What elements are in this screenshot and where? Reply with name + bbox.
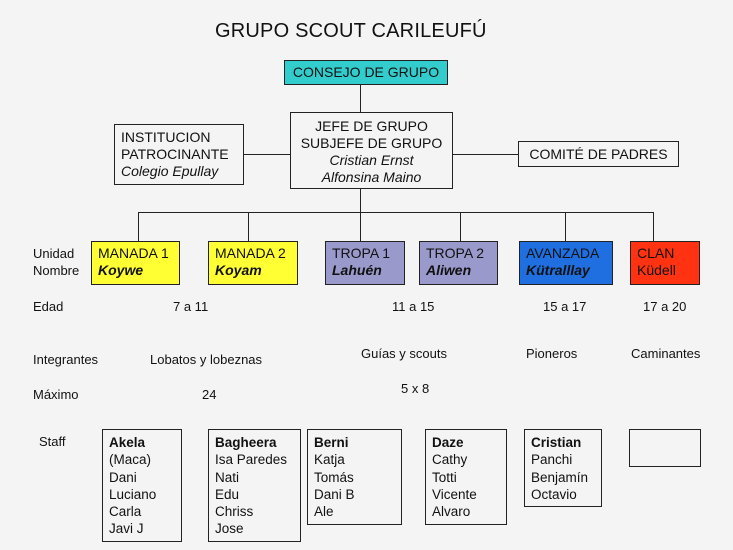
staff-member: Nati (215, 469, 240, 485)
staff-member: Tomás (314, 469, 354, 485)
unit-tropa-2: TROPA 2 Aliwen (419, 241, 498, 285)
staff-member: (Maca) (109, 452, 152, 468)
chart-title-text: GRUPO SCOUT CARILEUFÚ (215, 20, 487, 42)
committee-label: COMITÉ DE PADRES (529, 146, 668, 162)
council-label: CONSEJO DE GRUPO (292, 64, 440, 80)
staff-box-manada-2: Bagheera Isa Paredes Nati Edu Chriss Jos… (208, 429, 301, 542)
staff-member: Totti (432, 469, 457, 485)
staff-member: Ale (314, 504, 334, 520)
staff-box-tropa-2: Daze Cathy Totti Vicente Alvaro (425, 429, 507, 525)
staff-head: Berni (314, 435, 349, 450)
max-manada: 24 (202, 387, 217, 402)
connector-institution (243, 154, 291, 155)
unit-name: Koywe (98, 262, 144, 278)
staff-member: Carla (109, 504, 142, 520)
age-avanzada: 15 a 17 (543, 299, 587, 314)
max-tropa: 5 x 8 (401, 381, 430, 396)
age-tropa: 11 a 15 (392, 299, 435, 314)
connector-unit-1 (138, 212, 139, 241)
members-clan: Caminantes (631, 346, 701, 361)
staff-member: Alvaro (432, 504, 471, 520)
connector-unit-3 (360, 212, 361, 241)
label-unidad: Unidad (33, 246, 75, 261)
subchief-name: Alfonsina Maino (321, 169, 422, 185)
unit-manada-1: MANADA 1 Koywe (91, 241, 180, 285)
label-edad: Edad (33, 299, 64, 314)
staff-member: Katja (314, 452, 345, 468)
staff-member: Chriss (215, 504, 254, 520)
staff-box-tropa-1: Berni Katja Tomás Dani B Ale (307, 429, 402, 525)
chief-name: Cristian Ernst (329, 152, 414, 168)
connector-unit-4 (460, 212, 461, 241)
age-clan: 17 a 20 (643, 299, 687, 314)
connector-unit-2 (248, 212, 249, 241)
label-integrantes: Integrantes (33, 352, 99, 367)
staff-head: Bagheera (215, 435, 277, 450)
staff-member: Edu (215, 486, 240, 502)
unit-tropa-1: TROPA 1 Lahuén (325, 241, 405, 285)
members-tropa: Guías y scouts (361, 346, 447, 361)
unit-label: TROPA 1 (332, 245, 391, 261)
age-manada: 7 a 11 (173, 299, 209, 314)
staff-member: Vicente (432, 486, 477, 502)
unit-name: Küdell (637, 262, 676, 278)
members-manada: Lobatos y lobeznas (150, 352, 263, 367)
label-nombre: Nombre (33, 263, 80, 278)
staff-member: Javi J (109, 521, 144, 537)
staff-member: Dani B (314, 486, 355, 502)
unit-name: Kütralllay (526, 262, 590, 278)
institution-line2: PATROCINANTE (121, 146, 229, 162)
chief-title: JEFE DE GRUPO (315, 118, 428, 134)
staff-member: Cathy (432, 452, 468, 468)
staff-member: Isa Paredes (215, 452, 288, 468)
unit-name: Koyam (215, 262, 262, 278)
staff-member: Jose (215, 521, 244, 537)
staff-box-manada-1: Akela (Maca) Dani Luciano Carla Javi J (102, 429, 182, 542)
staff-member: Luciano (109, 486, 157, 502)
staff-box-avanzada: Cristian Panchi Benjamín Octavio (524, 429, 602, 507)
institution-line1: INSTITUCION (121, 129, 211, 145)
unit-avanzada: AVANZADA Kütralllay (519, 241, 613, 285)
unit-manada-2: MANADA 2 Koyam (208, 241, 298, 285)
subchief-title: SUBJEFE DE GRUPO (300, 135, 443, 151)
unit-name: Aliwen (426, 262, 472, 278)
staff-member: Panchi (531, 452, 573, 468)
unit-label: CLAN (637, 245, 675, 261)
chief-box: JEFE DE GRUPO SUBJEFE DE GRUPO Cristian … (290, 112, 453, 189)
council-box: CONSEJO DE GRUPO (284, 60, 448, 85)
connector-chief-units (360, 189, 361, 213)
staff-member: Dani (109, 469, 137, 485)
staff-head: Akela (109, 435, 146, 450)
unit-label: MANADA 1 (98, 245, 169, 261)
staff-member: Octavio (531, 486, 577, 502)
label-staff: Staff (39, 434, 66, 449)
unit-name: Lahuén (332, 262, 382, 278)
unit-label: AVANZADA (526, 245, 600, 261)
institution-name: Colegio Epullay (121, 163, 219, 179)
connector-units-bar (138, 212, 653, 213)
staff-head: Daze (432, 435, 464, 450)
staff-box-clan (629, 429, 701, 467)
institution-box: INSTITUCION PATROCINANTE Colegio Epullay (114, 124, 244, 185)
staff-head: Cristian (531, 435, 582, 450)
committee-box: COMITÉ DE PADRES (518, 141, 679, 167)
members-avanzada: Pioneros (526, 346, 578, 361)
unit-label: MANADA 2 (215, 245, 286, 261)
connector-council-chief (360, 85, 361, 112)
unit-clan: CLAN Küdell (630, 241, 700, 285)
connector-unit-5 (565, 212, 566, 241)
staff-member: Benjamín (531, 469, 589, 485)
connector-unit-6 (653, 212, 654, 241)
label-maximo: Máximo (33, 387, 79, 402)
connector-committee (452, 154, 518, 155)
unit-label: TROPA 2 (426, 245, 485, 261)
